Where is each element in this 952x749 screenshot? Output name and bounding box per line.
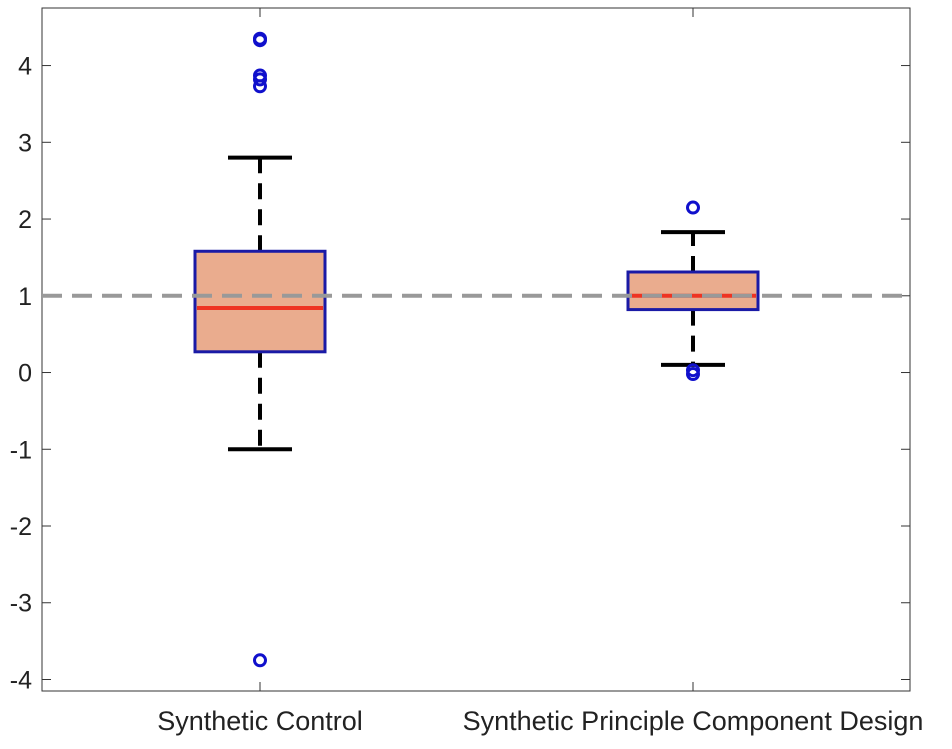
y-tick-label: 0: [18, 360, 32, 388]
outlier-point: [253, 653, 267, 668]
axes-layer: [41, 7, 911, 692]
plot-frame: [41, 7, 911, 692]
box-group: [193, 31, 327, 668]
x-tick-label: Synthetic Control: [157, 706, 363, 736]
outlier-point: [686, 367, 700, 382]
y-tick-label: 2: [18, 206, 32, 234]
y-tick-label: 3: [18, 129, 32, 157]
y-tick-label: -1: [10, 436, 32, 464]
outlier-point: [253, 72, 267, 87]
y-tick-label: -4: [10, 666, 32, 694]
y-tick-label: 4: [18, 53, 32, 81]
outlier-point: [253, 79, 267, 94]
box-group: [626, 200, 760, 382]
y-tick-label: -2: [10, 513, 32, 541]
x-tick-label: Synthetic Principle Component Design: [463, 706, 924, 736]
y-tick-label: -3: [10, 590, 32, 618]
y-tick-label: 1: [18, 283, 32, 311]
iqr-box: [193, 249, 327, 354]
outlier-point: [686, 200, 700, 215]
boxes-layer: [193, 31, 760, 668]
outlier-point: [253, 33, 267, 48]
iqr-box: [626, 270, 760, 312]
